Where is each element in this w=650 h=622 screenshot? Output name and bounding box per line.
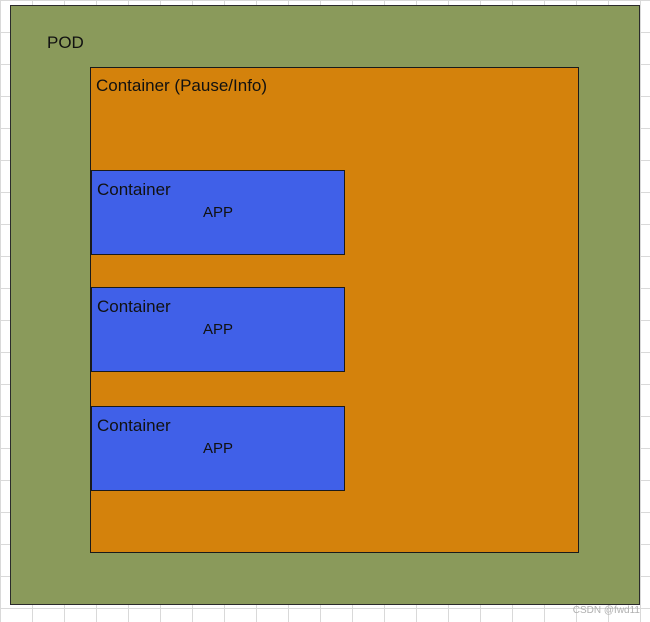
app-container-label: Container	[97, 297, 171, 316]
app-container-label: Container	[97, 180, 171, 199]
app-container-box[interactable]: Container APP	[91, 406, 345, 491]
app-label: APP	[202, 204, 233, 221]
watermark-text: CSDN @fwd11	[572, 605, 640, 616]
pod-label: POD	[47, 33, 84, 52]
app-container-label: Container	[97, 416, 171, 435]
app-container-box[interactable]: Container APP	[91, 170, 345, 255]
pod-box[interactable]: POD Container (Pause/Info) Container APP…	[10, 5, 640, 605]
app-label: APP	[202, 321, 233, 338]
app-container-box[interactable]: Container APP	[91, 287, 345, 372]
app-label: APP	[202, 440, 233, 457]
pause-container-label: Container (Pause/Info)	[96, 76, 268, 95]
